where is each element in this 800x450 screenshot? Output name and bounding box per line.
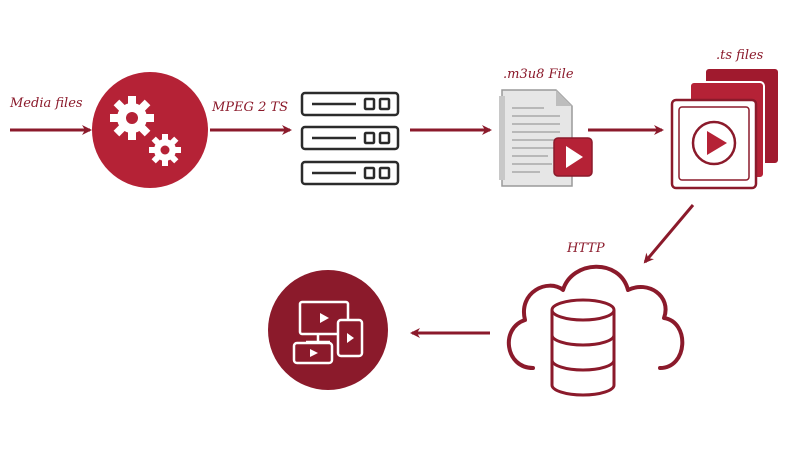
stacked-play-files-icon [670,67,780,190]
multi-device-icon [268,270,388,390]
media-files-label: Media files [10,96,83,111]
cloud-database-icon [506,264,685,397]
http-label: HTTP [567,241,605,256]
server-stack-icon [300,91,400,186]
ts-files-label: .ts files [716,48,764,63]
m3u8-file-label: .m3u8 File [503,67,574,82]
arrow-ts-to-cloud [643,204,695,264]
mpeg-ts-label: MPEG 2 TS [212,100,289,115]
gears-icon [92,72,208,188]
document-play-icon [499,89,593,187]
